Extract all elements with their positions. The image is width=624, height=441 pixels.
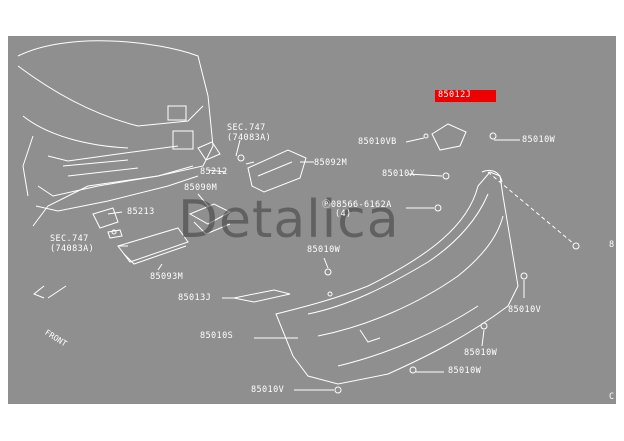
label-bolt-qty: (4)	[335, 209, 352, 219]
label-85013j[interactable]: 85013J	[178, 293, 212, 303]
label-85010x[interactable]: 85010X	[382, 169, 416, 179]
label-sec747-left: SEC.747	[50, 234, 89, 244]
label-85010w-top[interactable]: 85010W	[522, 135, 556, 145]
highlighted-part-label[interactable]: 85012J	[435, 90, 496, 102]
label-85090m[interactable]: 85090M	[184, 183, 218, 193]
label-85213[interactable]: 85213	[127, 207, 155, 217]
diagram-linework	[17, 40, 580, 394]
label-85010v-right[interactable]: 85010V	[508, 305, 542, 315]
label-85010v-b-suffix: B	[391, 137, 397, 147]
watermark: Detalica	[178, 190, 400, 250]
label-85010w-low[interactable]: 85010W	[448, 366, 482, 376]
label-85010v-b[interactable]: 85010VB	[358, 138, 397, 147]
parts-diagram: Detalica 85012J SEC.747 (74083A) 85092M …	[8, 36, 616, 404]
label-85092m[interactable]: 85092M	[314, 158, 348, 168]
label-sec747-top-ref: (74083A)	[227, 133, 272, 143]
label-85010v-bottom[interactable]: 85010V	[251, 385, 285, 395]
label-bolt-ref: 08566-6162A	[330, 200, 392, 210]
label-85010w-right[interactable]: 85010W	[464, 348, 498, 358]
label-bolt-08566[interactable]: Ⓟ08566-6162A	[322, 201, 392, 210]
label-85010w-mid[interactable]: 85010W	[307, 245, 341, 255]
label-sec747-left-ref: (74083A)	[50, 244, 95, 254]
label-85010v-b-text: 85010V	[358, 137, 392, 147]
label-sec747-top: SEC.747	[227, 123, 266, 133]
label-85093m[interactable]: 85093M	[150, 272, 184, 282]
label-85010s[interactable]: 85010S	[200, 331, 234, 341]
label-85212[interactable]: 85212	[200, 167, 228, 177]
label-8-right: 8	[609, 240, 615, 250]
s-circle-icon: Ⓟ	[322, 200, 331, 210]
label-corner-c: C	[609, 392, 615, 402]
